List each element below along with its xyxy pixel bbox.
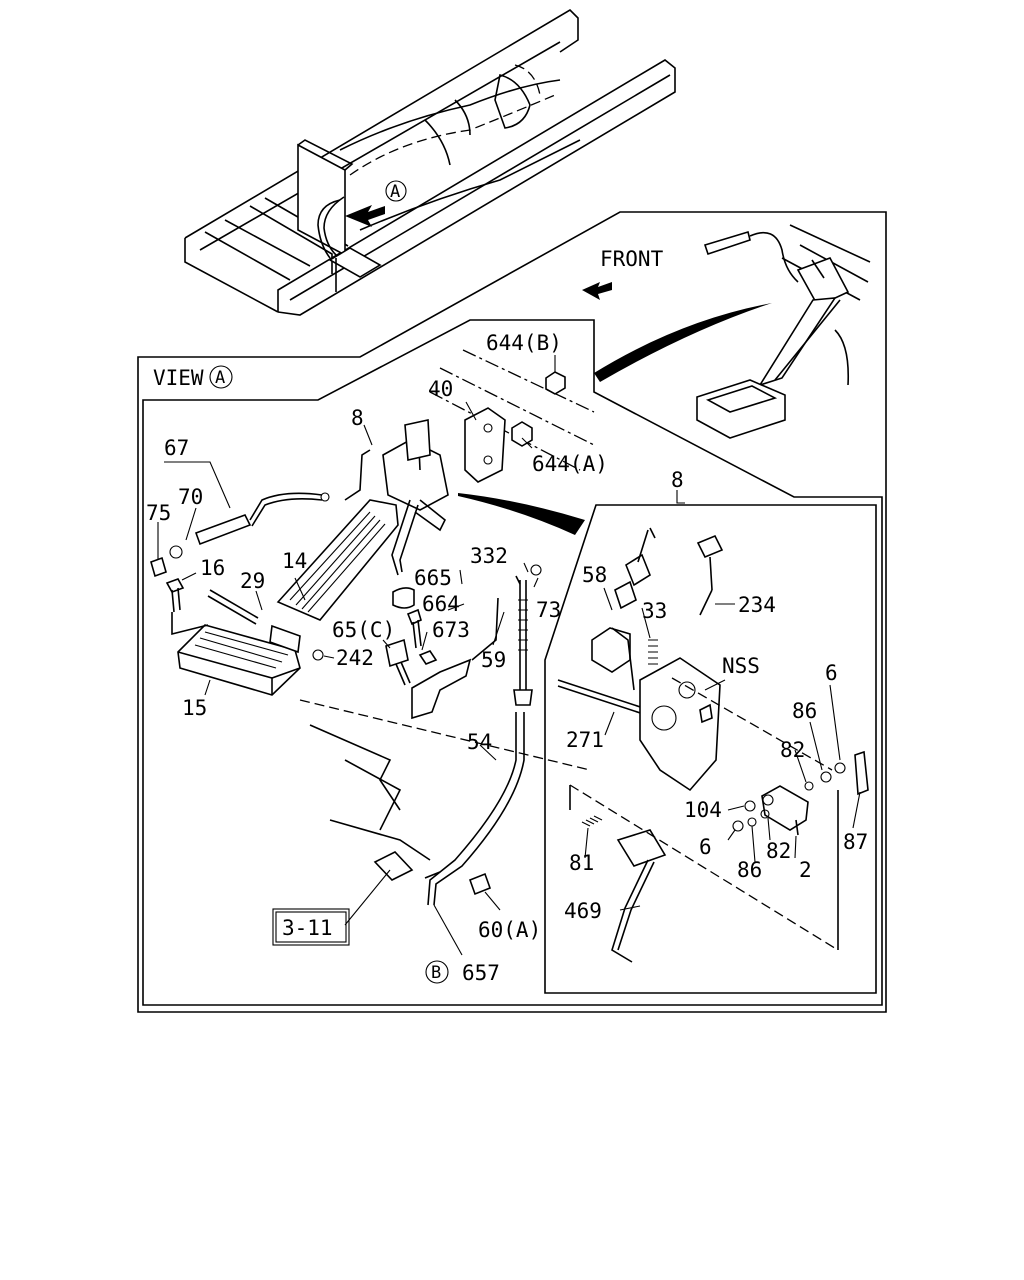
callout-15: 15: [182, 696, 207, 720]
callout-2: 2: [799, 858, 812, 882]
callout-73: 73: [536, 598, 561, 622]
marker-b: B: [425, 960, 449, 984]
callout-665: 665: [414, 566, 452, 590]
callout-33: 33: [642, 599, 667, 623]
ref-box-label: 3-11: [282, 916, 333, 940]
callout-65c: 65(C): [332, 618, 395, 642]
callout-54: 54: [467, 730, 492, 754]
callout-104: 104: [684, 798, 722, 822]
callout-29: 29: [240, 569, 265, 593]
callout-332: 332: [470, 544, 508, 568]
callout-14: 14: [282, 549, 307, 573]
callout-6-bottom: 6: [699, 835, 712, 859]
view-marker-circle: [209, 365, 233, 389]
callout-6-top: 6: [825, 661, 838, 685]
callout-16: 16: [200, 556, 225, 580]
view-frame: [137, 211, 887, 1013]
view-label: VIEW: [153, 366, 204, 390]
callout-labels: 644(B) 644(A) 40 8 8 67 70 75 16 29 14 6…: [146, 331, 868, 985]
callout-664: 664: [422, 592, 460, 616]
callout-8-inset: 8: [671, 468, 684, 492]
callout-657: 657: [462, 961, 500, 985]
ref-box[interactable]: 3-11: [272, 908, 350, 946]
callout-70: 70: [178, 485, 203, 509]
callout-58: 58: [582, 563, 607, 587]
callout-242: 242: [336, 646, 374, 670]
callout-644b: 644(B): [486, 331, 562, 355]
callout-82-bottom: 82: [766, 839, 791, 863]
callout-673: 673: [432, 618, 470, 642]
callout-271: 271: [566, 728, 604, 752]
callout-82-top: 82: [780, 738, 805, 762]
front-label: FRONT: [600, 247, 664, 271]
callout-81: 81: [569, 851, 594, 875]
detail-arrow: [458, 493, 585, 535]
leader-lines: [157, 355, 861, 956]
callout-644a: 644(A): [532, 452, 608, 476]
callout-75: 75: [146, 501, 171, 525]
callout-40: 40: [428, 377, 453, 401]
marker-b-label: B: [431, 963, 441, 983]
callout-86-bottom: 86: [737, 858, 762, 882]
detail-inset: [544, 504, 877, 994]
view-marker: A: [215, 368, 225, 388]
view-marker-a-top: A: [390, 182, 400, 202]
callout-469: 469: [564, 899, 602, 923]
pedal-assembly-overview: [582, 224, 871, 439]
callout-8-left: 8: [351, 406, 364, 430]
main-pedal-assembly: [150, 349, 595, 906]
callout-87: 87: [843, 830, 868, 854]
callout-60a: 60(A): [478, 918, 541, 942]
callout-59: 59: [481, 648, 506, 672]
callout-86-top: 86: [792, 699, 817, 723]
callout-67: 67: [164, 436, 189, 460]
callout-nss: NSS: [722, 654, 760, 678]
callout-234: 234: [738, 593, 776, 617]
chassis-frame-illustration: A: [184, 8, 676, 316]
